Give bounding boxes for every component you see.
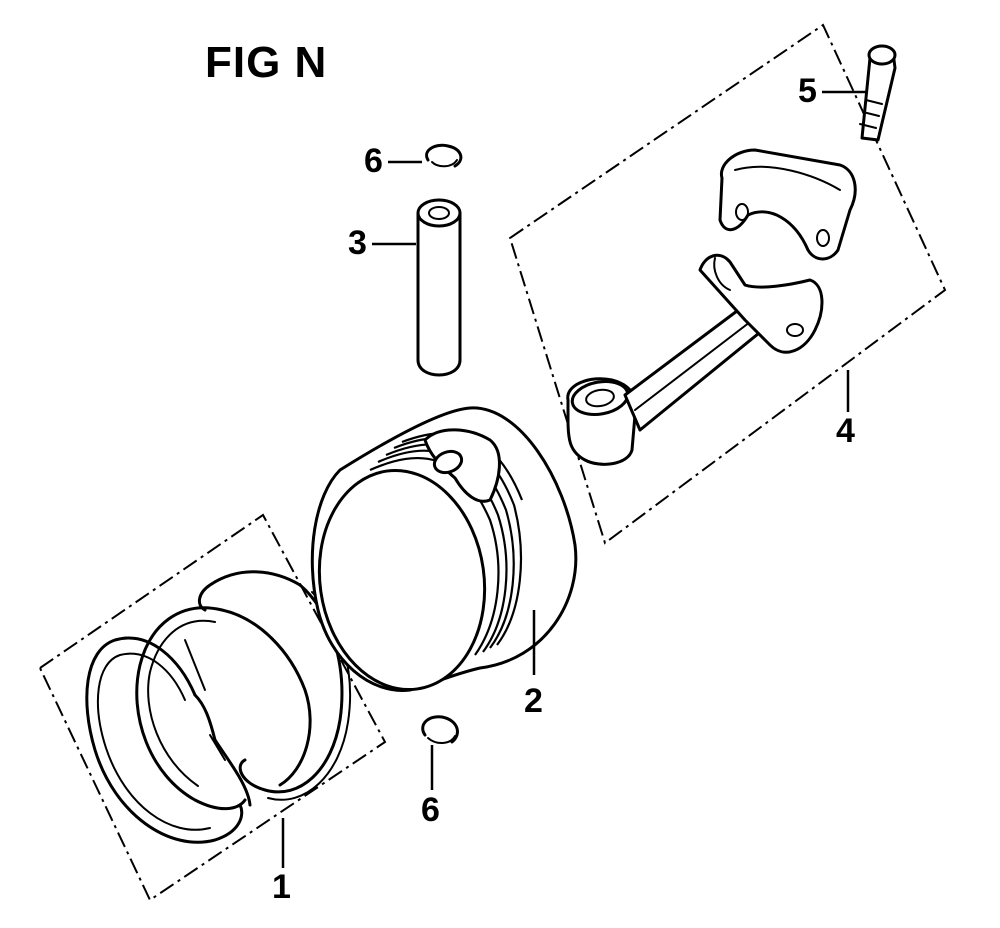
ring-set-group-box [38,513,387,902]
callout-5: 5 [798,72,817,110]
piston-rings [85,570,352,844]
piston [310,406,578,692]
callout-4: 4 [836,412,855,450]
rod-bolt [859,44,897,142]
piston-pin [416,198,462,377]
connecting-rod-cap [718,148,857,261]
callout-2: 2 [524,682,543,720]
figure-title: FIG N [205,38,328,87]
callout-3: 3 [348,224,367,262]
callout-6-bottom: 6 [421,791,440,829]
pin-clip-top [425,143,463,168]
connecting-rod [566,253,824,466]
pin-clip-bottom [421,715,459,744]
callout-6-top: 6 [364,142,383,180]
callout-1: 1 [272,868,291,906]
